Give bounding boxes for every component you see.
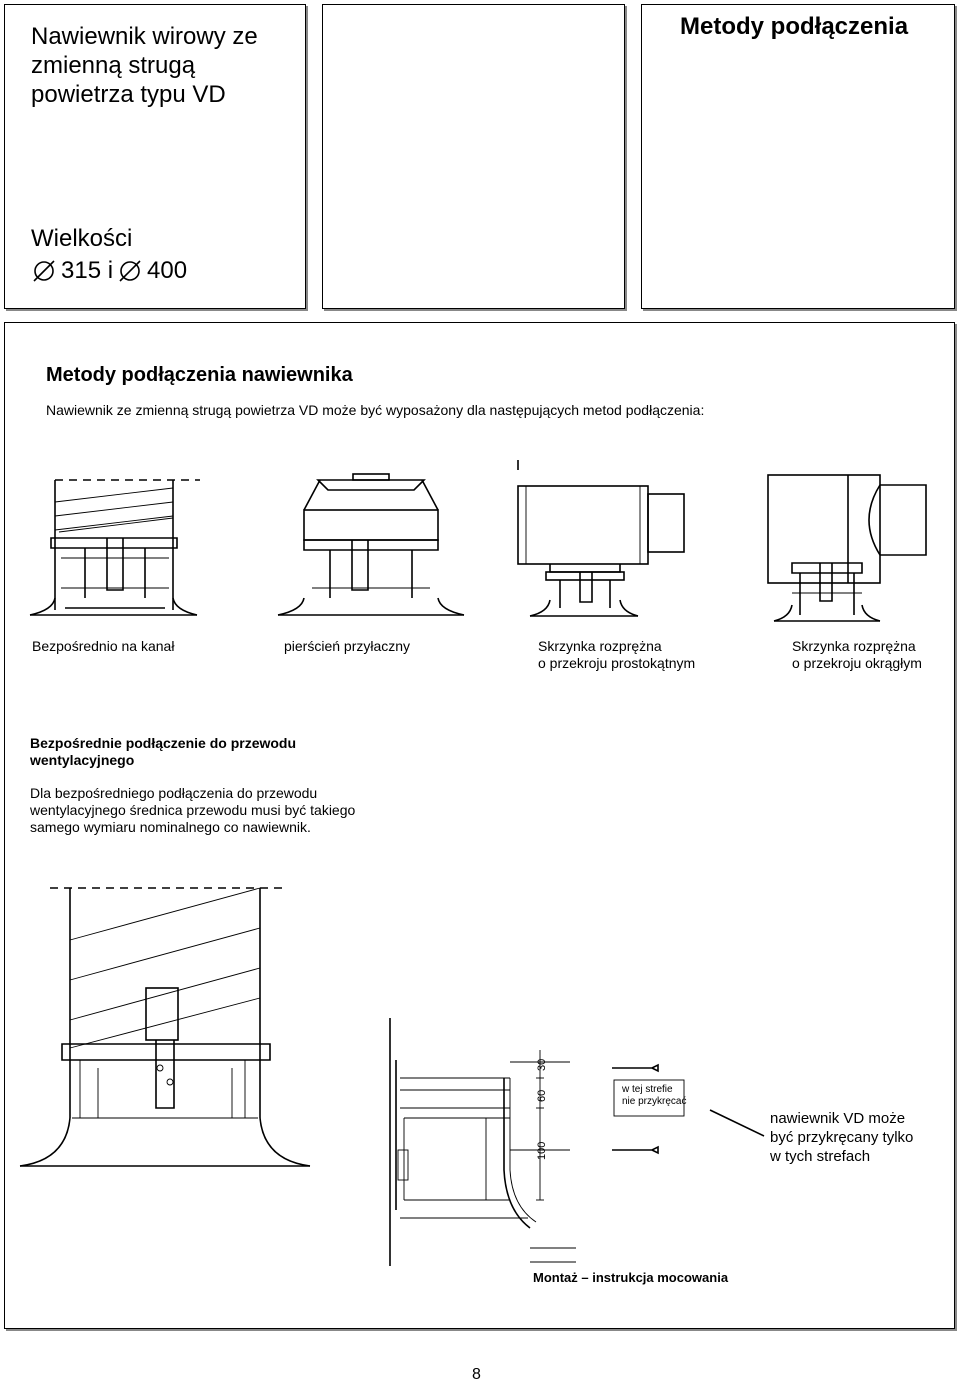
diameter-icon <box>119 260 141 282</box>
method-label-4b: o przekroju okrągłym <box>792 655 922 671</box>
product-title-line-1: Nawiewnik wirowy ze <box>31 23 258 50</box>
main-heading: Metody podłączenia nawiewnika <box>46 364 353 386</box>
dim-60: 60 <box>536 1089 548 1102</box>
title-box: Nawiewnik wirowy ze zmienną strugą powie… <box>4 4 306 309</box>
method-label-2: pierścień przyłaczny <box>284 638 411 654</box>
page-number: 8 <box>472 1366 481 1383</box>
product-title-line-3: powietrza typu VD <box>31 81 226 108</box>
direct-heading-2: wentylacyjnego <box>30 752 135 768</box>
diagram-round-box <box>767 474 927 622</box>
main-box <box>4 322 955 1329</box>
diagram-direct-duct <box>29 479 200 616</box>
zone-note-2: nie przykręcać <box>622 1096 687 1107</box>
diameter-icon <box>33 260 55 282</box>
intro-text: Nawiewnik ze zmienną strugą powietrza VD… <box>46 402 705 418</box>
diagram-duct-detail <box>19 887 311 1167</box>
direct-text-1: Dla bezpośredniego podłączenia do przewo… <box>30 785 318 801</box>
direct-heading-1: Bezpośrednie podłączenie do przewodu <box>30 735 297 751</box>
diagram-mounting-detail <box>389 1018 765 1266</box>
section-box: Metody podłączenia <box>641 4 955 309</box>
screw-note-3: w tych strefach <box>770 1148 871 1165</box>
dim-100: 100 <box>536 1141 548 1160</box>
product-title-line-2: zmienną strugą <box>31 52 196 79</box>
method-label-1: Bezpośrednio na kanał <box>32 638 175 654</box>
method-label-4: Skrzynka rozprężna <box>792 638 916 654</box>
method-label-3: Skrzynka rozprężna <box>538 638 662 654</box>
dim-30: 30 <box>536 1058 548 1071</box>
sizes-value: 315 i <box>61 257 114 284</box>
section-title: Metody podłączenia <box>680 13 909 40</box>
diagram-rectangular-box <box>517 460 685 617</box>
sizes-value-2: 400 <box>147 257 188 284</box>
sizes-label: Wielkości <box>31 225 133 252</box>
figure-caption: Montaż – instrukcja mocowania <box>533 1270 729 1285</box>
screw-note-1: nawiewnik VD może <box>770 1110 906 1127</box>
diagram-connection-ring <box>277 473 465 616</box>
screw-note-2: być przykręcany tylko <box>770 1129 914 1146</box>
zone-note-1: w tej strefie <box>622 1084 673 1095</box>
direct-text-2: wentylacyjnego średnica przewodu musi by… <box>30 802 356 818</box>
direct-text-3: samego wymiaru nominalnego co nawiewnik. <box>30 819 311 835</box>
method-label-3b: o przekroju prostokątnym <box>538 655 696 671</box>
image-box <box>322 4 625 309</box>
